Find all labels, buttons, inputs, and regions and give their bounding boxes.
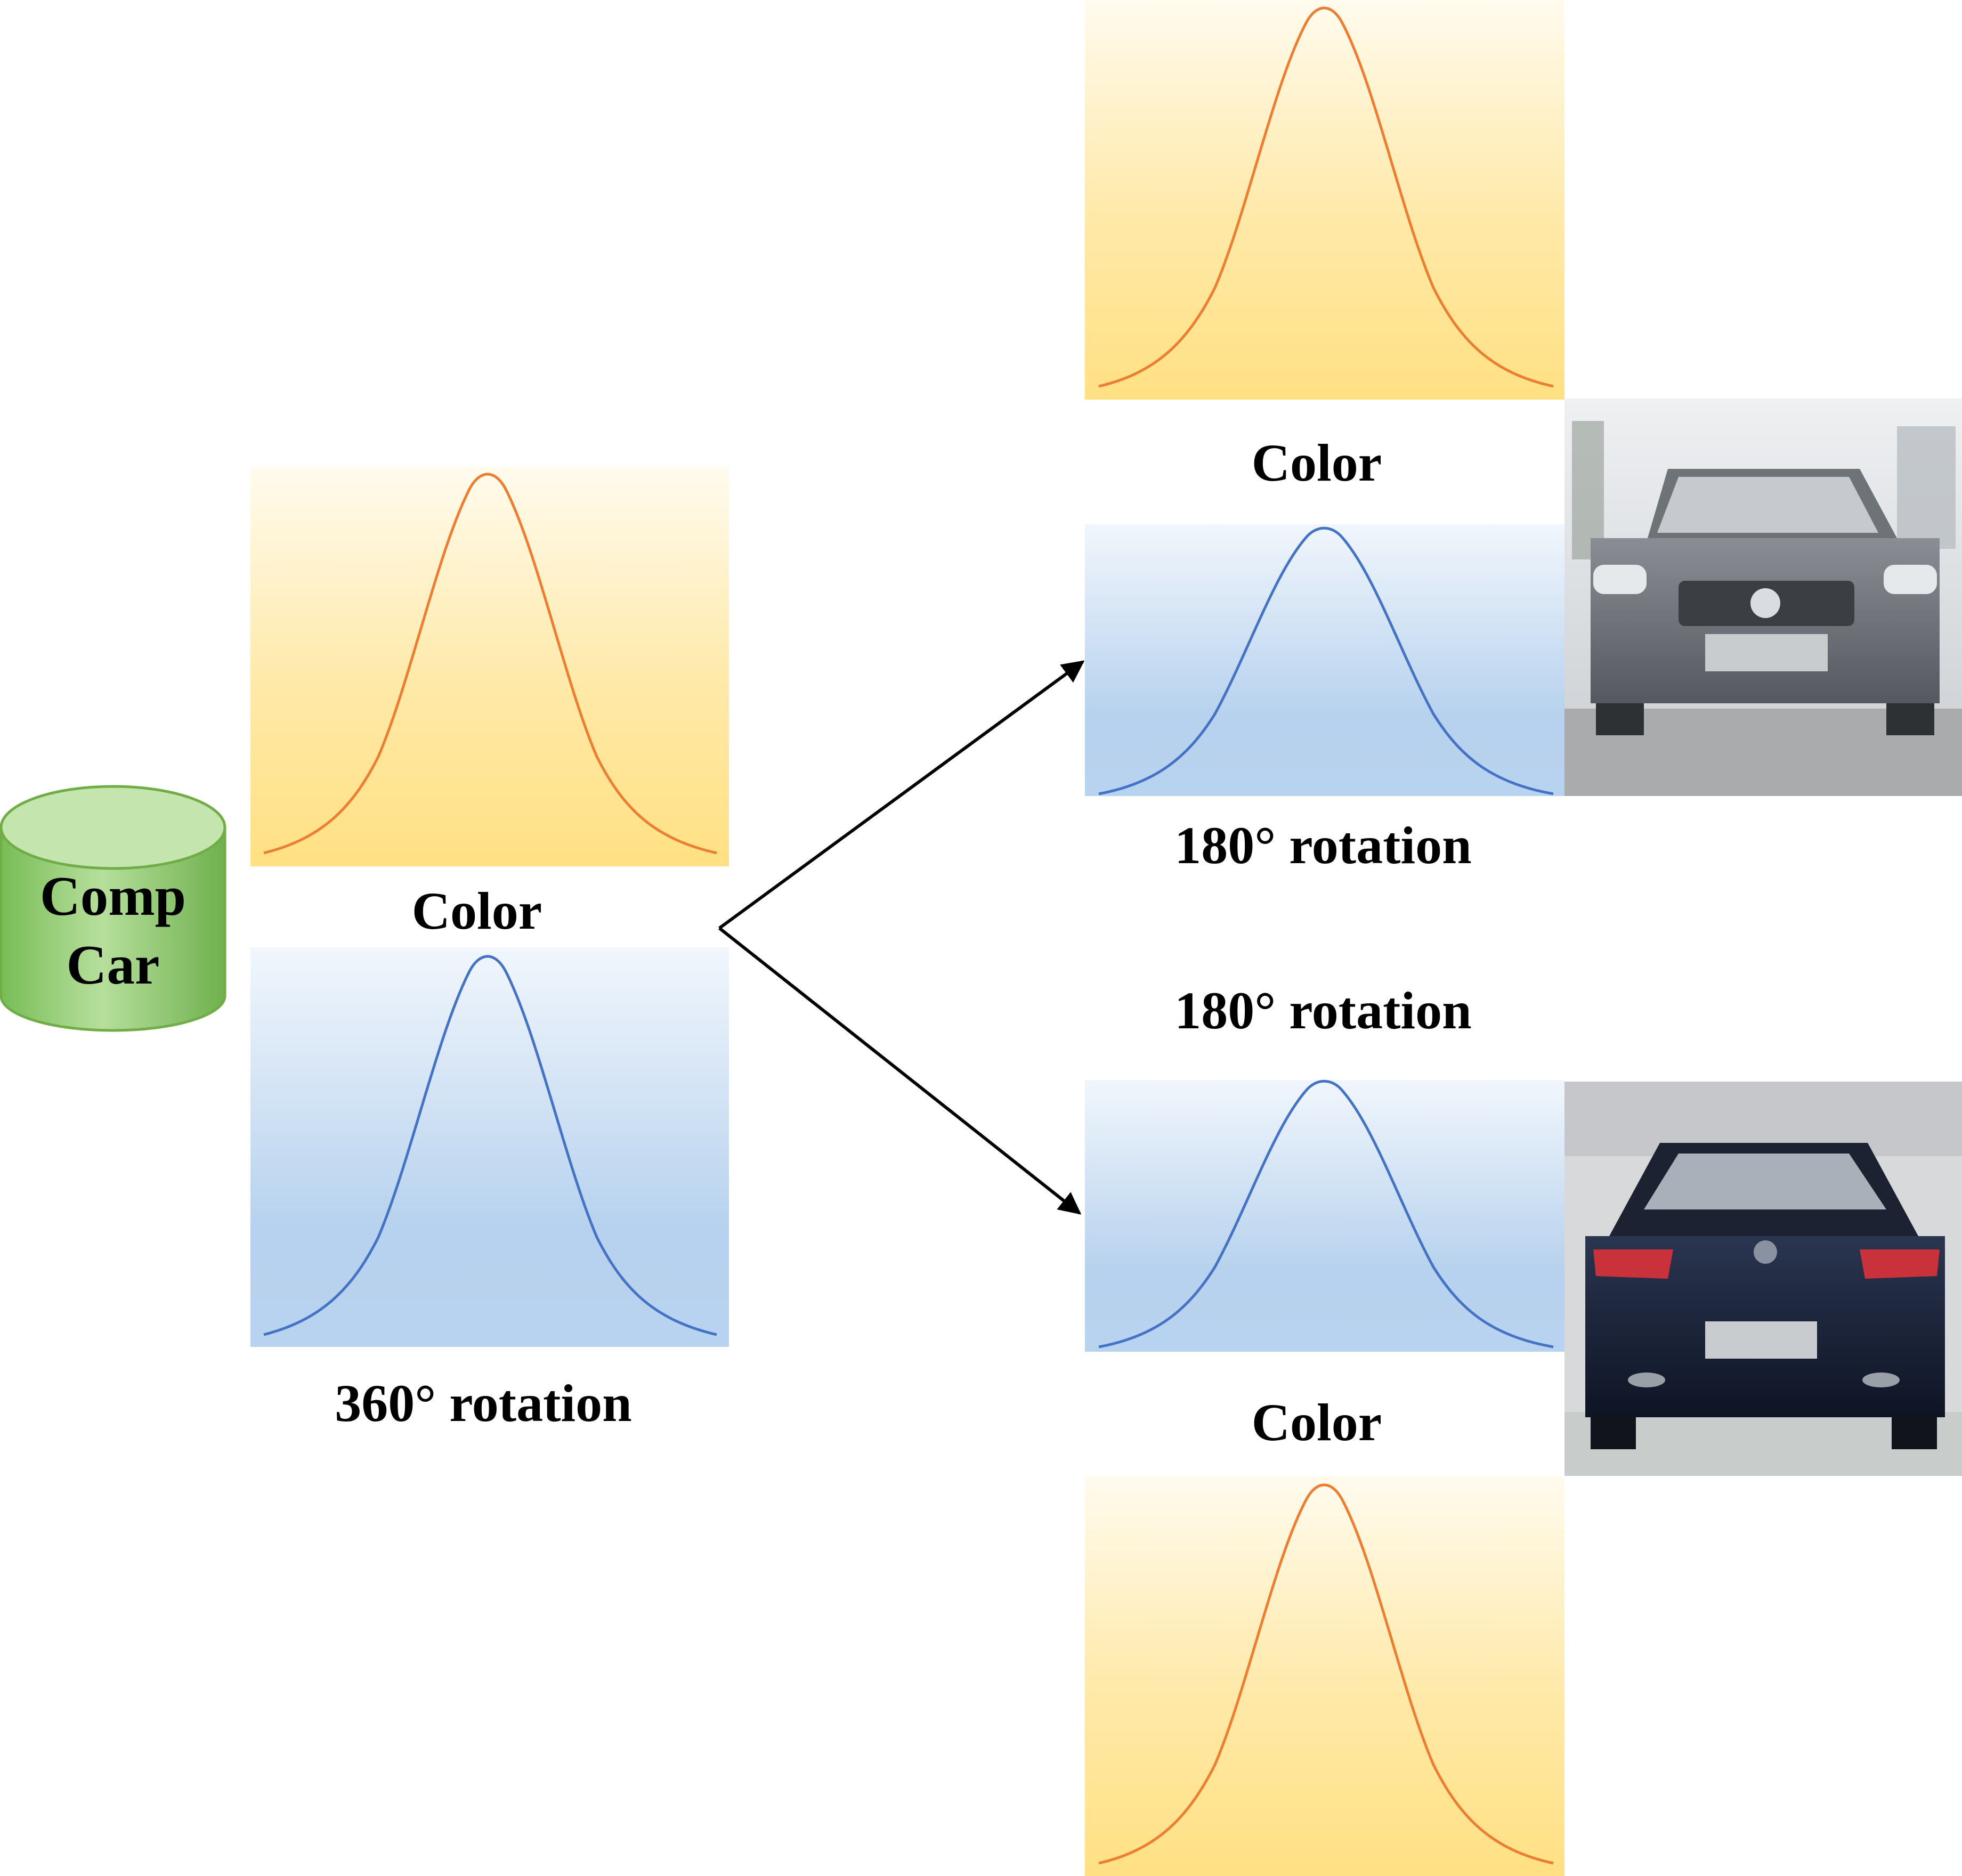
bottom-rotation-curve bbox=[1098, 1079, 1554, 1349]
bottom-color-curve bbox=[1098, 1483, 1554, 1865]
left-color-distribution bbox=[250, 467, 729, 866]
top-color-curve bbox=[1098, 6, 1554, 388]
top-rotation-curve bbox=[1098, 526, 1554, 795]
top-rotation-distribution bbox=[1085, 524, 1564, 796]
bottom-rotation-label: 180° rotation bbox=[1174, 981, 1472, 1040]
left-rotation-curve bbox=[263, 955, 717, 1336]
bottom-color-distribution bbox=[1085, 1476, 1564, 1876]
source-label-line1: Comp bbox=[40, 865, 186, 927]
top-color-distribution bbox=[1085, 0, 1564, 400]
bottom-rotation-distribution bbox=[1085, 1079, 1564, 1352]
bottom-color-label: Color bbox=[1252, 1393, 1382, 1452]
car-front-photo bbox=[1564, 399, 1962, 796]
top-rotation-label: 180° rotation bbox=[1174, 816, 1472, 875]
left-color-label: Color bbox=[412, 881, 542, 940]
branch-arrows bbox=[718, 660, 1085, 1215]
source-label-line2: Car bbox=[67, 933, 160, 996]
database-cylinder-icon bbox=[0, 785, 226, 1032]
left-rotation-label: 360° rotation bbox=[335, 1374, 632, 1433]
left-color-curve bbox=[263, 473, 717, 855]
arrow-right-icon bbox=[718, 927, 1082, 1215]
arrow-right-icon bbox=[718, 660, 1085, 930]
car-rear-photo bbox=[1564, 1082, 1962, 1476]
left-rotation-distribution bbox=[250, 947, 729, 1347]
top-color-label: Color bbox=[1252, 433, 1382, 492]
